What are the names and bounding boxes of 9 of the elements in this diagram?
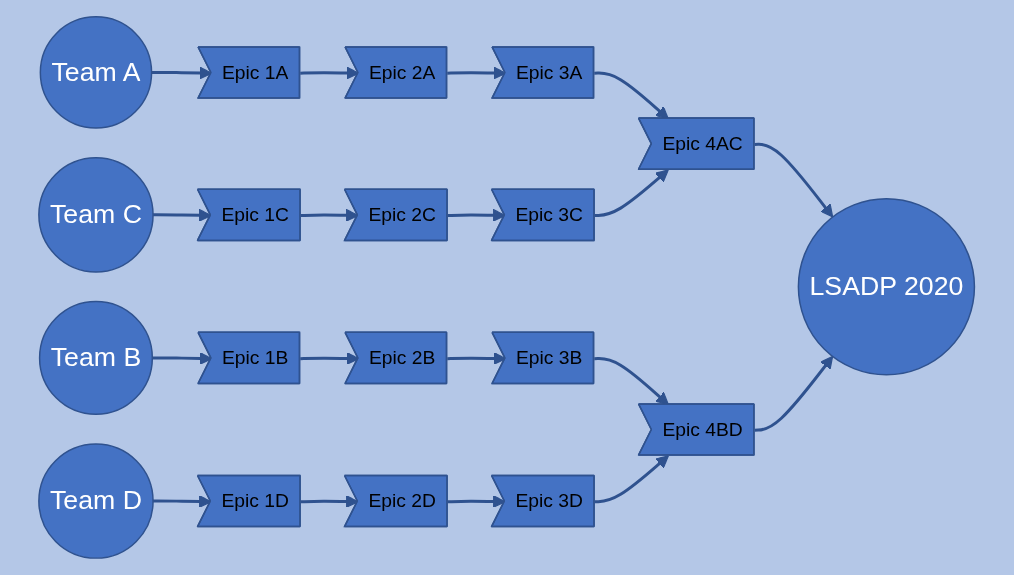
node-circle: Team D <box>38 443 155 559</box>
arrow <box>595 455 670 504</box>
arrow <box>754 355 834 432</box>
node-circle: Team B <box>39 300 154 416</box>
arrow <box>754 142 834 218</box>
arrow <box>595 169 670 218</box>
node-circle: Team C <box>38 157 155 273</box>
node-circle: LSADP 2020 <box>798 198 976 376</box>
node-circle: Team A <box>39 16 153 129</box>
